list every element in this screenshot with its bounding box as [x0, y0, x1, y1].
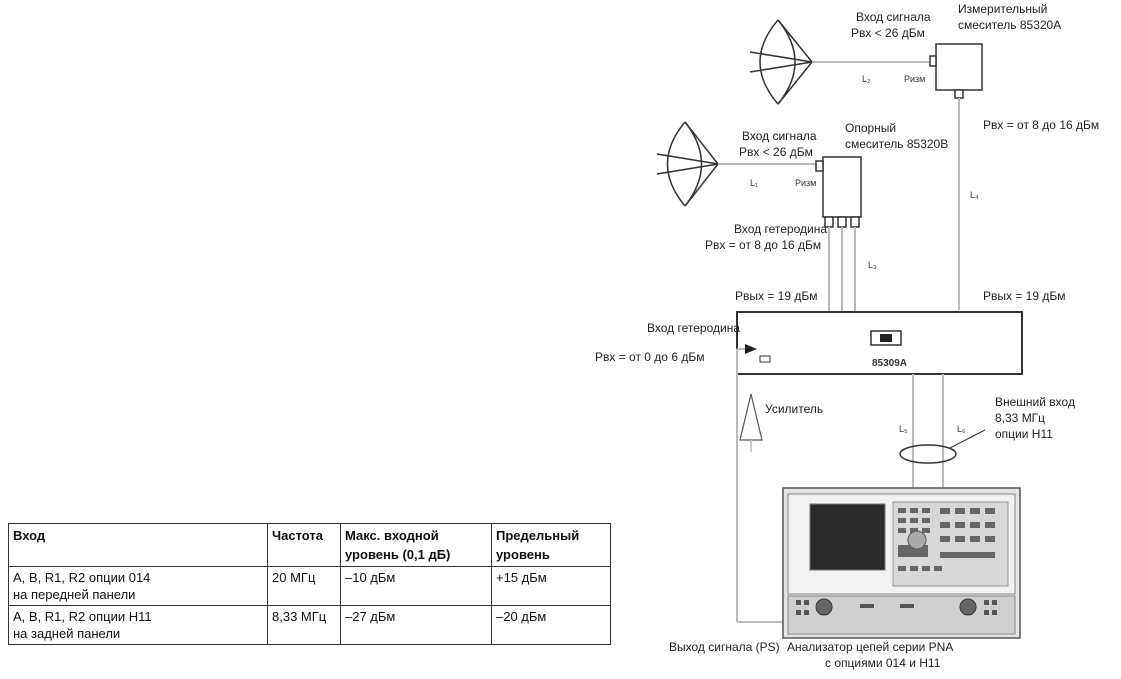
cable-l1-label: L₁ — [750, 178, 758, 188]
pout-left: Рвых = 19 дБм — [735, 289, 818, 303]
cable-l2-label: L₂ — [862, 74, 871, 84]
cable-l5-label: L₅ — [899, 424, 908, 434]
measurement-antenna-icon — [749, 19, 813, 105]
cable-l4-label: L₄ — [970, 190, 979, 200]
signal-out-label: Выход сигнала (PS) — [669, 640, 780, 654]
ref-input-line1: Вход сигнала — [742, 129, 817, 143]
reference-antenna-icon — [656, 121, 719, 207]
measurement-mixer — [929, 43, 983, 99]
measure-input-line2: Рвх < 26 дБм — [851, 26, 925, 40]
cable-l3-label: L₃ — [868, 260, 877, 270]
ref-mixer-title1: Опорный — [845, 121, 896, 135]
ext-input-line3: опции Н11 — [995, 427, 1053, 441]
amplifier-label: Усилитель — [765, 402, 823, 416]
analyzer-line1: Анализатор цепей серии PNA — [787, 640, 953, 654]
ref-lo-line1: Вход гетеродина — [734, 222, 827, 236]
pna-network-analyzer — [782, 487, 1021, 639]
pout-right: Рвых = 19 дБм — [983, 289, 1066, 303]
ref-mixer-title2: смеситель 85320В — [845, 137, 948, 151]
ext-input-line2: 8,33 МГц — [995, 411, 1045, 425]
cell-freq: 8,33 МГц — [267, 605, 341, 645]
unit-lo-line2: Рвх = от 0 до 6 дБм — [595, 350, 704, 364]
cable-l6-label: L₆ — [957, 424, 966, 434]
cell-limit: +15 дБм — [491, 566, 611, 606]
ref-input-line2: Рвх < 26 дБм — [739, 145, 813, 159]
p-meas-label: Pизм — [904, 74, 925, 84]
arrow-icon — [745, 344, 757, 354]
lo-if-unit-85309a — [736, 311, 1023, 375]
measure-mixer-title1: Измерительный — [958, 2, 1047, 16]
ref-lo-line2: Рвх = от 8 до 16 дБм — [705, 238, 821, 252]
cell-max: –27 дБм — [340, 605, 492, 645]
measure-lo-input: Рвх = от 8 до 16 дБм — [983, 118, 1099, 132]
cell-limit: –20 дБм — [491, 605, 611, 645]
header-input: Вход — [8, 523, 268, 567]
unit-label: 85309A — [872, 358, 907, 369]
cell-max: –10 дБм — [340, 566, 492, 606]
p-ref-label: Pизм — [795, 178, 816, 188]
header-freq: Частота — [267, 523, 341, 567]
measure-input-line1: Вход сигнала — [856, 10, 931, 24]
measure-mixer-title2: смеситель 85320А — [958, 18, 1061, 32]
analyzer-line2: с опциями 014 и Н11 — [825, 656, 941, 670]
amplifier-icon — [739, 393, 763, 441]
reference-mixer — [815, 156, 862, 228]
unit-lo-line1: Вход гетеродина — [647, 321, 740, 335]
ext-input-line1: Внешний вход — [995, 395, 1075, 409]
cell-freq: 20 МГц — [267, 566, 341, 606]
